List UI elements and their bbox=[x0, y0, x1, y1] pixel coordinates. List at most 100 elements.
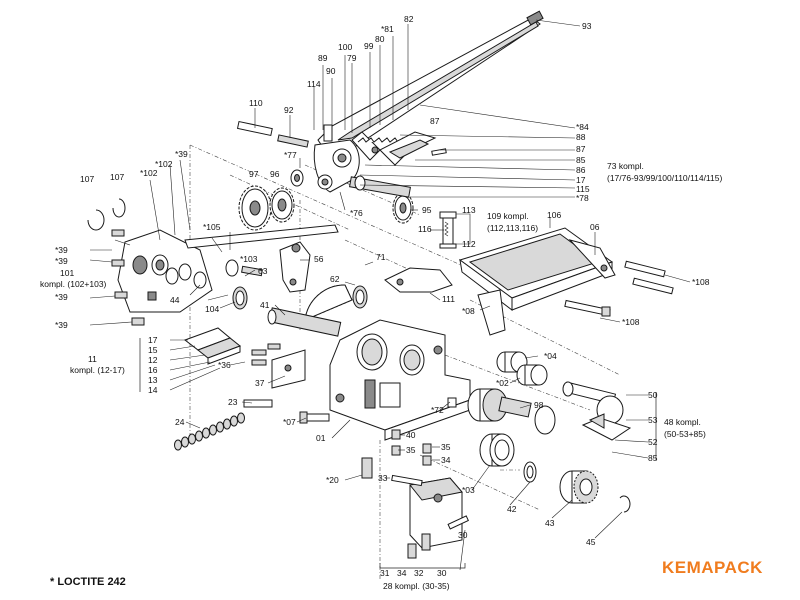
label-112: 112 bbox=[462, 239, 476, 249]
label-103: *103 bbox=[240, 254, 258, 264]
label-88: 88 bbox=[576, 132, 586, 142]
label-43: 43 bbox=[545, 518, 555, 528]
label-96: 96 bbox=[270, 169, 280, 179]
label-102-mid: *102 bbox=[140, 168, 158, 178]
bolt-washers bbox=[174, 399, 273, 451]
label-101-sub: kompl. (102+103) bbox=[40, 279, 107, 289]
label-62: 62 bbox=[330, 274, 340, 284]
label-37: 37 bbox=[255, 378, 265, 388]
label-63: 63 bbox=[258, 266, 268, 276]
label-90: 90 bbox=[326, 66, 336, 76]
label-03: *03 bbox=[462, 485, 475, 495]
label-13: 13 bbox=[148, 375, 158, 385]
label-104: 104 bbox=[205, 304, 219, 314]
clamp-plate-37 bbox=[251, 343, 306, 389]
label-20: *20 bbox=[326, 475, 339, 485]
spring-clip-109 bbox=[439, 211, 457, 249]
label-33: 33 bbox=[378, 473, 388, 483]
label-48-sub: (50-53+85) bbox=[664, 429, 706, 439]
label-113: 113 bbox=[462, 205, 476, 215]
label-87b: 87 bbox=[576, 144, 586, 154]
lower-block-28 bbox=[391, 474, 469, 559]
label-15: 15 bbox=[148, 345, 158, 355]
pawl-parts bbox=[371, 131, 447, 166]
label-106: 106 bbox=[547, 210, 561, 220]
label-12: 12 bbox=[148, 355, 158, 365]
label-99: 99 bbox=[364, 41, 374, 51]
gear-sector-41 bbox=[267, 284, 353, 337]
label-34-bottom: 34 bbox=[397, 568, 407, 578]
label-41: 41 bbox=[260, 300, 270, 310]
label-84: *84 bbox=[576, 122, 589, 132]
label-23: 23 bbox=[228, 397, 238, 407]
link-and-bushings bbox=[178, 224, 339, 293]
label-11: 11 bbox=[88, 354, 97, 364]
label-53: 53 bbox=[648, 415, 658, 425]
label-111: 111 bbox=[442, 294, 455, 304]
label-30-block: 30 bbox=[458, 530, 468, 540]
label-82: 82 bbox=[404, 14, 414, 24]
washer bbox=[195, 430, 203, 442]
label-34: 34 bbox=[441, 455, 451, 465]
label-71: 71 bbox=[376, 252, 386, 262]
label-02: *02 bbox=[496, 378, 509, 388]
loctite-footnote: * LOCTITE 242 bbox=[50, 576, 126, 588]
label-14: 14 bbox=[148, 385, 158, 395]
label-79: 79 bbox=[347, 53, 357, 63]
label-01: 01 bbox=[316, 433, 326, 443]
washer bbox=[181, 436, 189, 448]
small-parts-lower bbox=[361, 397, 457, 479]
label-85-roller: 85 bbox=[648, 453, 658, 463]
label-95: 95 bbox=[422, 205, 432, 215]
label-73-sub: (17/76-93/99/100/110/114/115) bbox=[607, 173, 722, 183]
label-109-sub: (112,113,116) bbox=[487, 223, 538, 233]
label-39-e: *39 bbox=[55, 320, 68, 330]
label-107-right: 107 bbox=[110, 172, 124, 182]
retaining-rings-107 bbox=[87, 198, 126, 231]
washer bbox=[202, 427, 210, 439]
label-39-top: *39 bbox=[175, 149, 188, 159]
handle-head-assembly bbox=[313, 131, 407, 193]
label-108-b: *108 bbox=[622, 317, 640, 327]
label-100: 100 bbox=[338, 42, 352, 52]
label-115: 115 bbox=[576, 184, 590, 194]
part-labels: 93 82 *81 80 99 100 79 89 90 114 92 110 … bbox=[40, 14, 722, 591]
cutter-assembly-11 bbox=[183, 327, 241, 365]
label-44: 44 bbox=[170, 295, 180, 305]
label-32: 32 bbox=[414, 568, 424, 578]
label-31: 31 bbox=[380, 568, 390, 578]
handle-lever bbox=[317, 10, 544, 166]
label-06: 06 bbox=[590, 222, 600, 232]
label-04: *04 bbox=[544, 351, 557, 361]
label-110: 110 bbox=[249, 98, 263, 108]
label-28: 28 kompl. (30-35) bbox=[383, 581, 450, 591]
bolt-07 bbox=[299, 411, 330, 424]
label-39-b: *39 bbox=[55, 245, 68, 255]
label-97: 97 bbox=[249, 169, 259, 179]
label-07: *07 bbox=[283, 417, 296, 427]
washer bbox=[188, 433, 196, 445]
leader-lines bbox=[89, 19, 691, 571]
label-109: 109 kompl. bbox=[487, 211, 529, 221]
label-76: *76 bbox=[350, 208, 363, 218]
pins-110-92 bbox=[236, 120, 333, 148]
washer bbox=[230, 415, 238, 427]
label-92: 92 bbox=[284, 105, 294, 115]
label-93: 93 bbox=[582, 21, 592, 31]
label-17: 17 bbox=[576, 175, 586, 185]
label-81: *81 bbox=[381, 24, 394, 34]
label-08: *08 bbox=[462, 306, 475, 316]
label-108-a: *108 bbox=[692, 277, 710, 287]
label-17-cutter: 17 bbox=[148, 335, 158, 345]
label-78: *78 bbox=[576, 193, 589, 203]
label-48: 48 kompl. bbox=[664, 417, 701, 427]
label-36: *36 bbox=[218, 360, 231, 370]
label-39-d: *39 bbox=[55, 292, 68, 302]
bolts-108 bbox=[564, 260, 674, 317]
label-45: 45 bbox=[586, 537, 596, 547]
rings-and-bearings bbox=[479, 433, 631, 513]
label-105: *105 bbox=[203, 222, 221, 232]
label-42: 42 bbox=[507, 504, 517, 514]
label-40: 40 bbox=[406, 430, 416, 440]
